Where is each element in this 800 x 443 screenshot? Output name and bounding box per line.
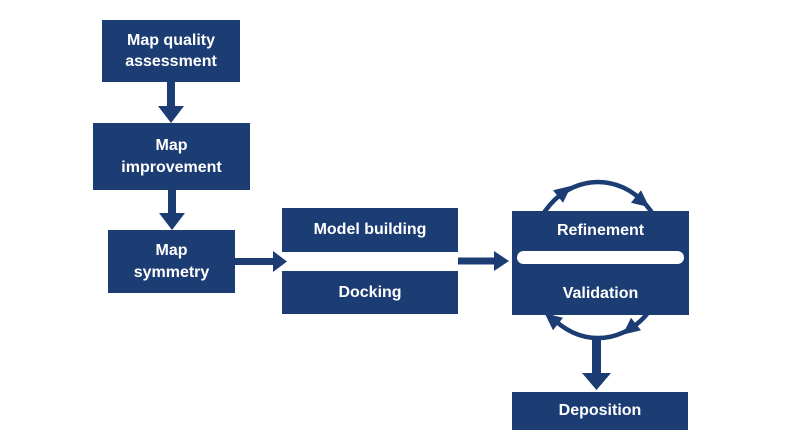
node-label: Model building — [313, 221, 427, 239]
node-refinement-validation: Refinement Validation — [512, 211, 689, 315]
node-map-symmetry: Map symmetry — [108, 230, 235, 293]
arrow-down-icon — [158, 82, 184, 123]
node-refinement: Refinement — [512, 211, 689, 251]
node-label: Map quality assessment — [125, 31, 217, 70]
node-label: Map improvement — [121, 137, 222, 176]
node-deposition: Deposition — [512, 392, 688, 430]
refinement-validation-divider — [515, 249, 686, 266]
node-label: Docking — [338, 283, 402, 301]
node-map-improvement: Map improvement — [93, 123, 250, 190]
node-model-building: Model building — [282, 208, 458, 252]
node-label: Refinement — [556, 222, 645, 240]
arrow-right-icon — [458, 251, 509, 271]
node-validation: Validation — [512, 273, 689, 315]
node-label: Validation — [562, 285, 639, 303]
arrow-down-icon — [159, 190, 185, 230]
node-label: Deposition — [558, 402, 642, 420]
node-map-quality-assessment: Map quality assessment — [102, 20, 240, 82]
node-label: Map symmetry — [133, 242, 210, 281]
arrow-right-icon — [235, 251, 287, 272]
node-docking: Docking — [282, 271, 458, 314]
arrow-down-icon — [582, 336, 611, 390]
